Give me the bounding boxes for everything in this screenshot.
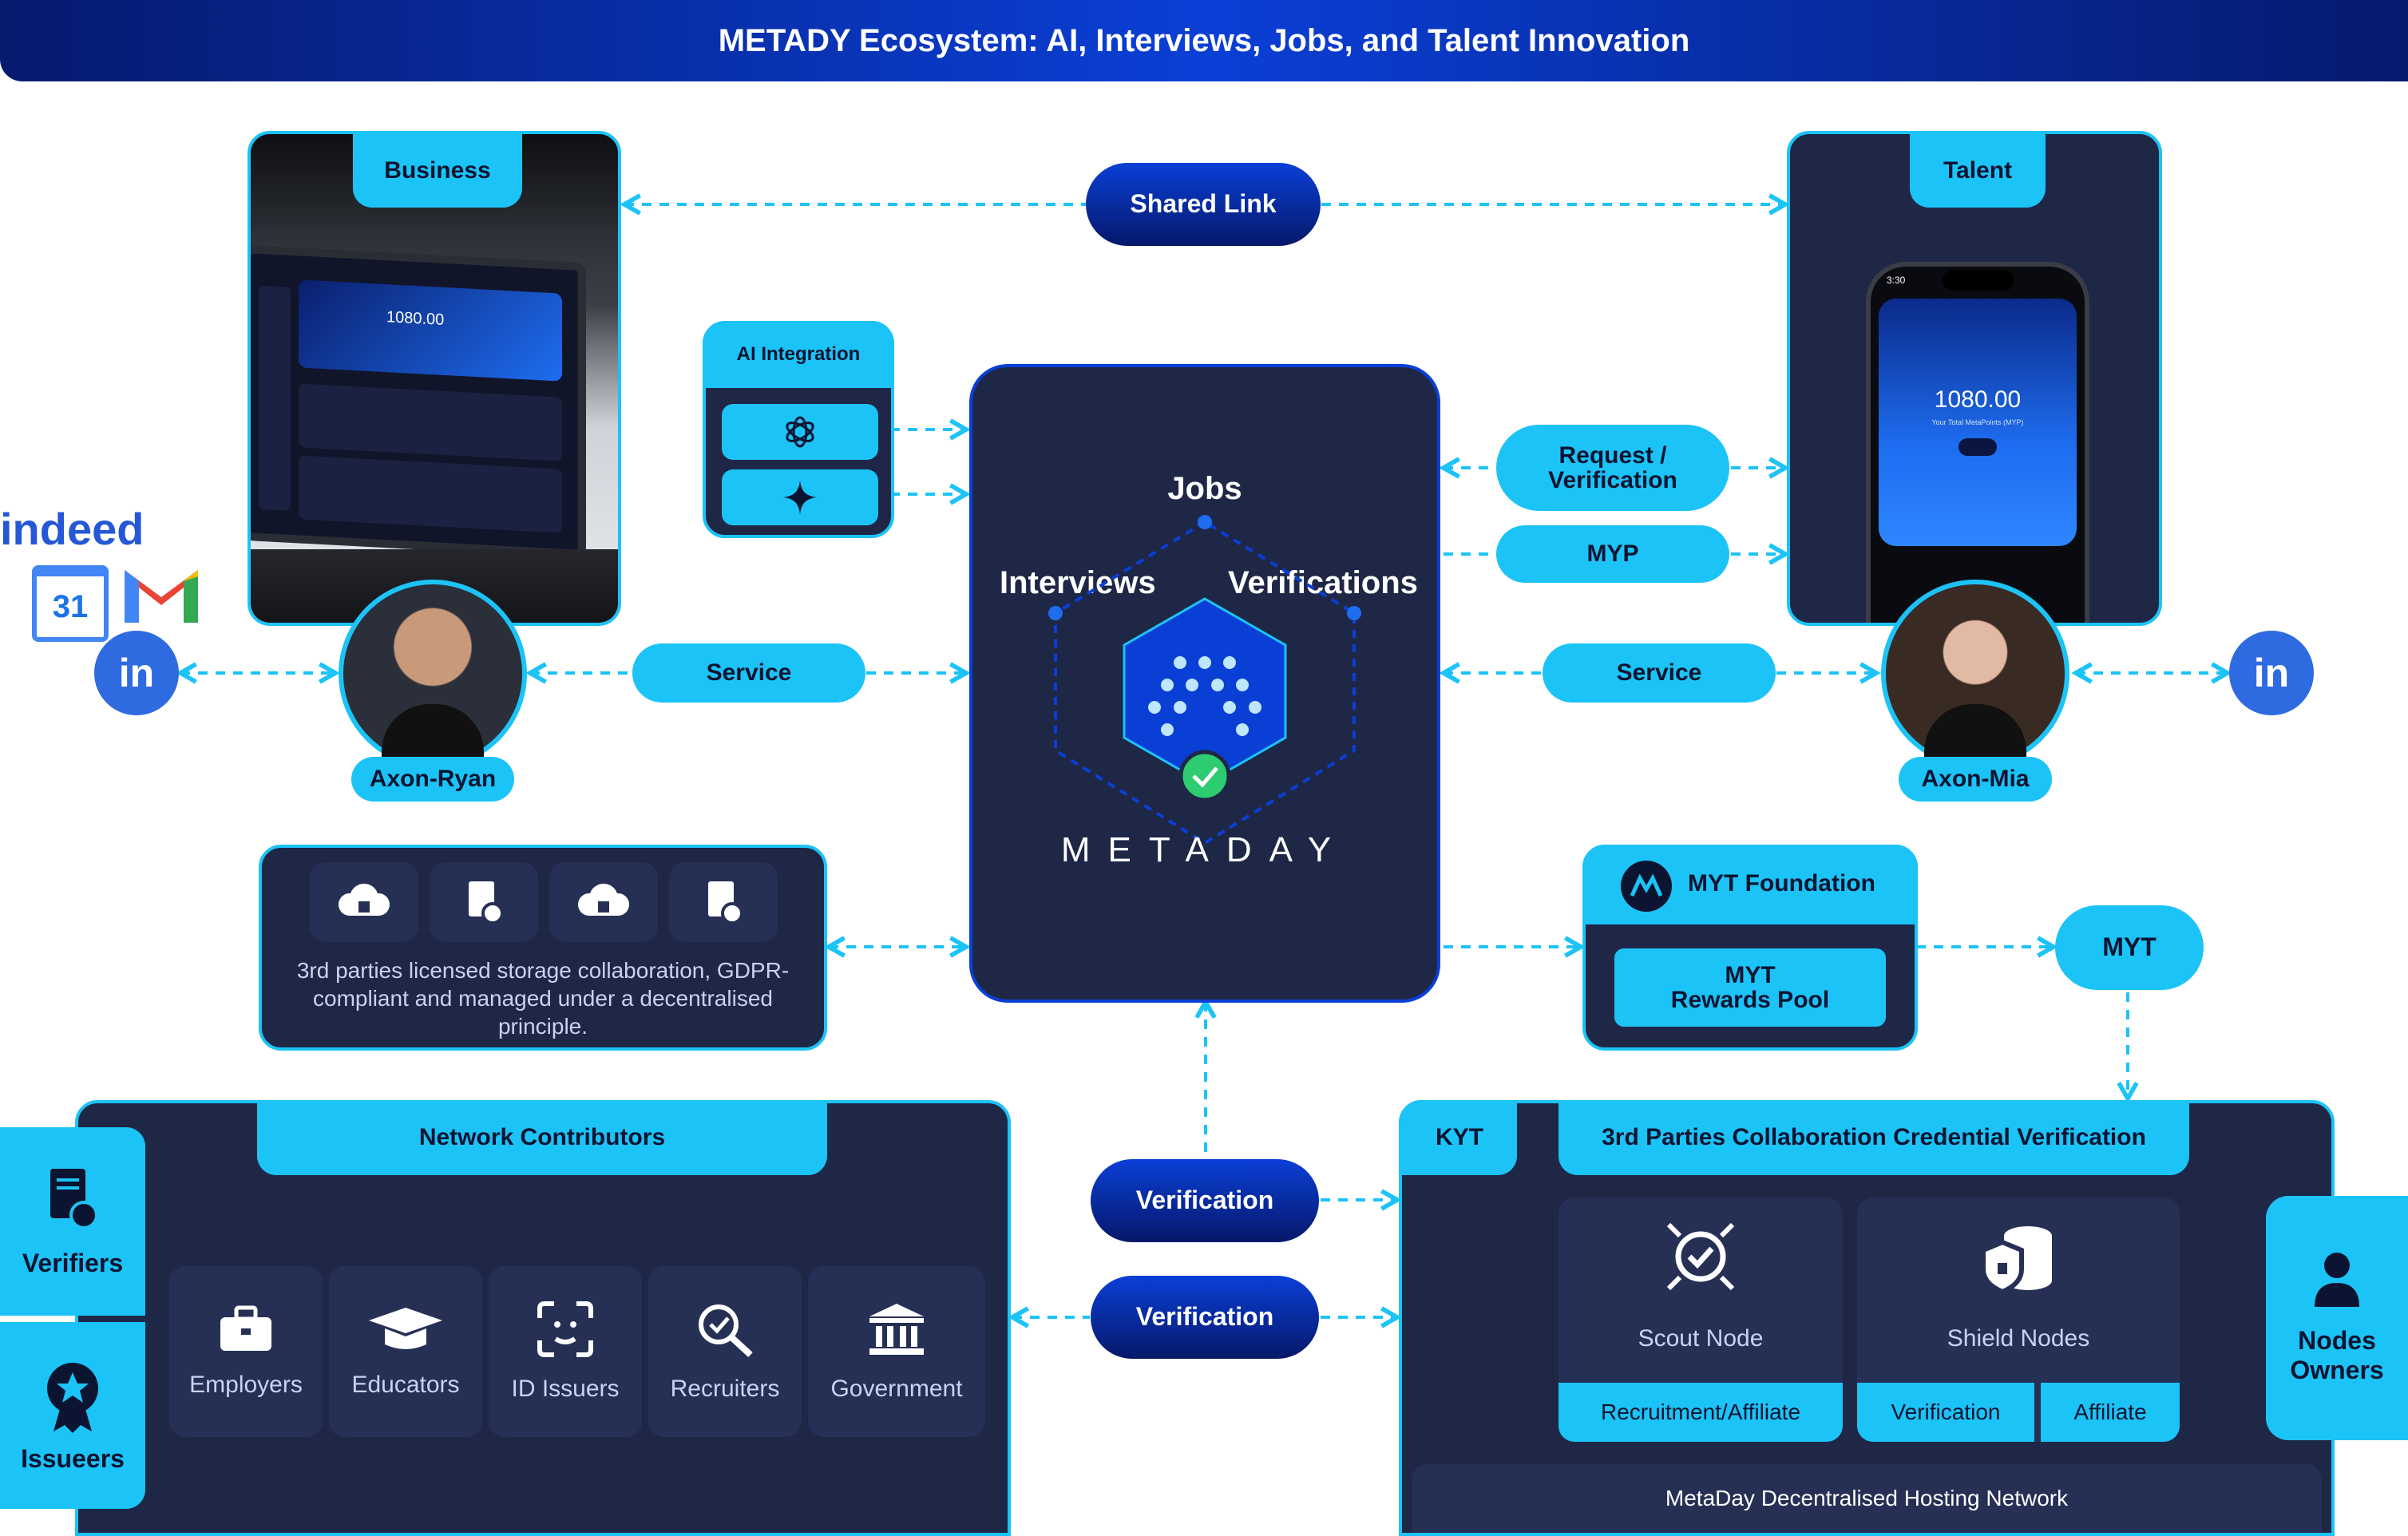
- ai-integration-card: AI Integration: [703, 321, 894, 538]
- gmail-logo: [120, 562, 203, 626]
- verification-tag: Verification: [1857, 1383, 2034, 1442]
- government-tile: Government: [808, 1266, 985, 1437]
- laptop-sidebar: [259, 285, 291, 511]
- phone-toggle: [1958, 438, 1997, 456]
- interviews-label: Interviews: [1000, 565, 1156, 600]
- document-seal-icon: [669, 862, 778, 942]
- openai-icon: [722, 404, 878, 460]
- educators-tile: Educators: [329, 1266, 482, 1437]
- storage-text: 3rd parties licensed storage collaborati…: [296, 958, 790, 1039]
- bank-icon: [869, 1304, 924, 1355]
- magnify-check-icon: [699, 1304, 753, 1357]
- employers-tile: Employers: [169, 1266, 323, 1437]
- mia-label: Axon-Mia: [1899, 757, 2052, 802]
- shield-nodes-tile: Shield Nodes Verification Affiliate: [1857, 1198, 2180, 1442]
- linkedin-icon: in: [94, 631, 179, 715]
- avatar-mia: [1881, 580, 2069, 768]
- linkedin-icon: in: [2229, 631, 2314, 715]
- phone: 3:30 1080.00 Your Total MetaPoints (MYP): [1866, 262, 2089, 623]
- avatar-shirt: [1924, 704, 2026, 763]
- myt-pill: MYT: [2055, 905, 2204, 990]
- gemini-icon: [722, 469, 878, 525]
- issuers-label: Issueers: [21, 1443, 125, 1473]
- affiliate-tag: Affiliate: [2041, 1383, 2180, 1442]
- hosting-network-bar: MetaDay Decentralised Hosting Network: [1412, 1464, 2322, 1533]
- service-left-pill: Service: [632, 643, 865, 703]
- educators-label: Educators: [351, 1372, 460, 1398]
- verifiers-panel: Verifiers: [0, 1127, 145, 1316]
- certificate-icon: [50, 1168, 98, 1229]
- scout-node-tile: Scout Node Recruitment/Affiliate: [1558, 1198, 1843, 1442]
- phone-amount: 1080.00: [1934, 386, 2022, 413]
- request-verification-pill: Request /Verification: [1496, 425, 1729, 511]
- business-tab: Business: [353, 134, 522, 208]
- storage-card: 3rd parties licensed storage collaborati…: [259, 845, 827, 1051]
- jobs-label: Jobs: [1167, 471, 1242, 506]
- avatar-ryan: [339, 580, 527, 768]
- document-seal-icon: [430, 862, 538, 942]
- shield-nodes-label: Shield Nodes: [1947, 1325, 2090, 1352]
- laptop-panel: [299, 455, 562, 533]
- ai-integration-title: AI Integration: [703, 321, 894, 388]
- talent-tab: Talent: [1910, 134, 2046, 208]
- phone-screen: 1080.00 Your Total MetaPoints (MYP): [1879, 299, 2077, 546]
- core-graphic: [1048, 515, 1361, 845]
- indeed-logo: indeed: [0, 504, 145, 554]
- page-title: METADY Ecosystem: AI, Interviews, Jobs, …: [0, 0, 2408, 81]
- recruiters-label: Recruiters: [670, 1376, 780, 1402]
- verifiers-label: Verifiers: [22, 1248, 124, 1277]
- metaday-core: Jobs Interviews Verifications METADAY: [969, 364, 1440, 1003]
- phone-subtitle: Your Total MetaPoints (MYP): [1931, 418, 2024, 426]
- collab-title: 3rd Parties Collaboration Credential Ver…: [1558, 1100, 2189, 1175]
- laptop-amount: 1080.00: [299, 279, 562, 382]
- myt-logo-icon: [1621, 861, 1672, 912]
- user-icon: [2315, 1253, 2359, 1308]
- verification-pill-top: Verification: [1091, 1159, 1319, 1242]
- calendar-logo: 31: [32, 565, 109, 642]
- issuers-panel: Issueers: [0, 1322, 145, 1509]
- shared-link-pill: Shared Link: [1086, 163, 1321, 246]
- laptop-panel: [299, 383, 562, 461]
- scout-target-icon: [1558, 1218, 1843, 1295]
- talent-card: Talent 3:30 1080.00 Your Total MetaPoint…: [1787, 131, 2162, 626]
- briefcase-icon: [220, 1305, 271, 1351]
- network-contributors-card: Network Contributors Employers Educators…: [75, 1100, 1011, 1536]
- network-title: Network Contributors: [257, 1100, 827, 1175]
- foundation-title: MYT Foundation: [1688, 870, 1875, 897]
- business-card: 1080.00 Business: [248, 131, 621, 626]
- scout-node-label: Scout Node: [1638, 1325, 1764, 1352]
- cloud-icon: [310, 862, 418, 942]
- kyt-tab: KYT: [1402, 1100, 1517, 1175]
- cloud-icon: [549, 862, 658, 942]
- verification-pill-bottom: Verification: [1091, 1276, 1319, 1359]
- ryan-label: Axon-Ryan: [351, 757, 514, 802]
- myp-pill: MYP: [1496, 525, 1729, 583]
- avatar-shirt: [382, 704, 484, 763]
- collab-verification-card: KYT 3rd Parties Collaboration Credential…: [1399, 1100, 2335, 1536]
- recruiters-tile: Recruiters: [648, 1266, 802, 1437]
- shield-database-icon: [1857, 1218, 2180, 1298]
- employers-label: Employers: [189, 1372, 303, 1398]
- id-issuers-label: ID Issuers: [511, 1376, 620, 1402]
- service-right-pill: Service: [1543, 643, 1776, 703]
- graduation-cap-icon: [369, 1308, 442, 1349]
- laptop-screen: 1080.00: [251, 244, 586, 559]
- phone-notch: [1943, 270, 2014, 291]
- recruitment-affiliate-tag: Recruitment/Affiliate: [1558, 1383, 1843, 1442]
- metaday-brand: METADAY: [1060, 830, 1349, 869]
- face-id-icon: [537, 1301, 593, 1357]
- award-badge-icon: [47, 1362, 98, 1433]
- id-issuers-tile: ID Issuers: [489, 1266, 642, 1437]
- phone-time: 3:30: [1887, 275, 1906, 286]
- government-label: Government: [830, 1376, 963, 1402]
